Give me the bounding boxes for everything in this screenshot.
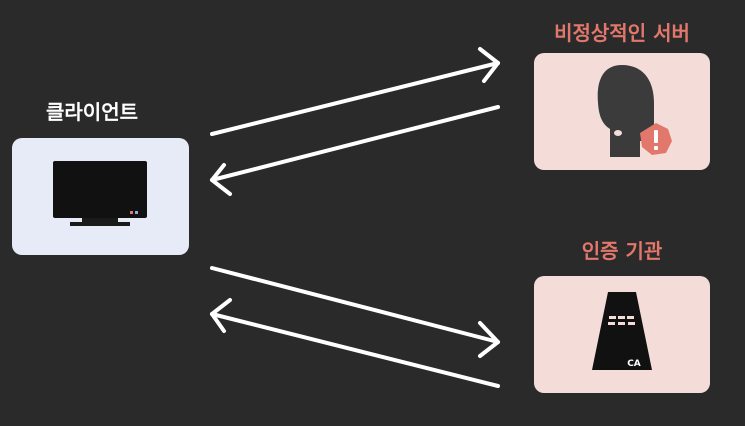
arrow-client-to-server [210, 47, 500, 136]
monitor-icon [53, 161, 147, 226]
ca-label: 인증 기관 [581, 239, 663, 263]
client-label: 클라이언트 [46, 100, 138, 124]
ca-badge-text: CA [627, 359, 641, 369]
server-card [534, 53, 710, 170]
arrow-client-to-ca [210, 266, 500, 358]
certificate-authority-icon: CA [592, 292, 652, 370]
client-card [12, 138, 189, 255]
arrow-ca-to-client [210, 298, 500, 388]
ca-card: CA [534, 276, 710, 393]
server-label: 비정상적인 서버 [554, 21, 690, 45]
anonymous-user-icon [597, 65, 654, 157]
warning-badge-icon [640, 123, 672, 155]
arrow-server-to-client [210, 105, 500, 196]
